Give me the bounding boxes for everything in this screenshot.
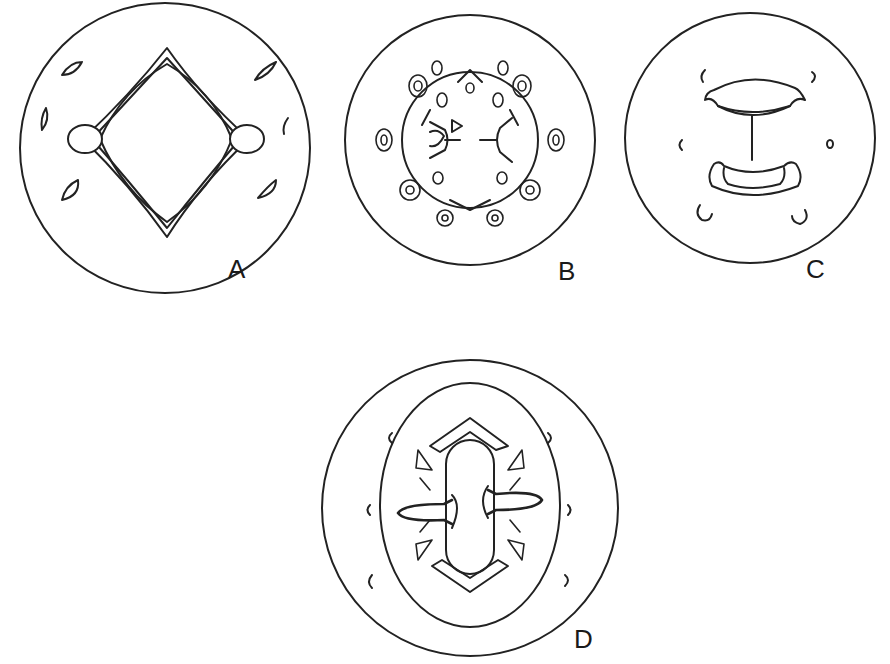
figure-letter: D [574, 626, 593, 652]
section-b [345, 15, 595, 265]
figure-letter: A [228, 256, 245, 282]
section-a [20, 3, 310, 293]
figure-letter: B [558, 258, 575, 284]
figure-letter: C [806, 256, 825, 282]
section-c [625, 13, 875, 263]
section-d [322, 360, 618, 656]
